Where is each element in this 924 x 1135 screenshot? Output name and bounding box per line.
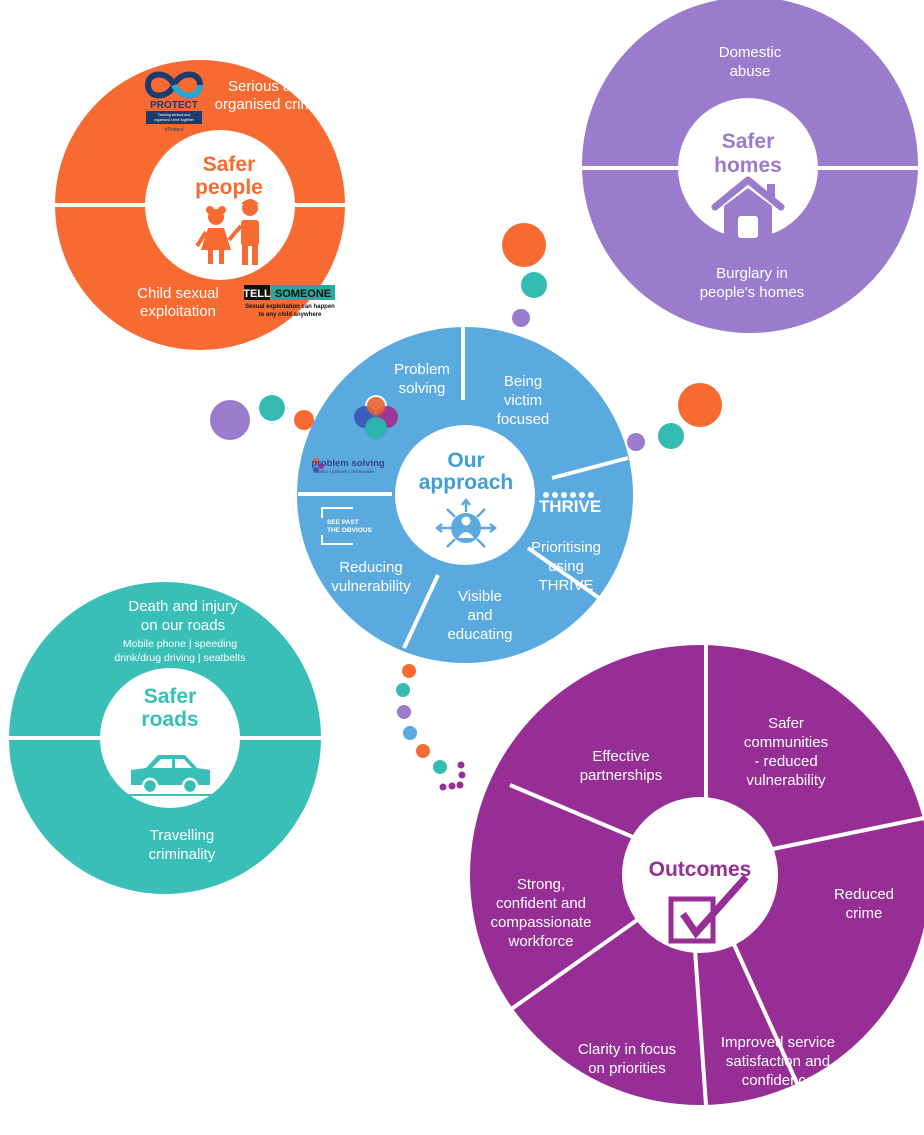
approach-vuln-line-2: vulnerability [331,578,411,595]
roads-bottom-line-1: Travelling [150,827,214,844]
someone-text: SOMEONE [275,288,331,300]
ps-logo-tag: police | partners | communities [318,469,375,474]
outcomes-comm-line-2: communities [744,734,828,751]
safer-people-title-2: people [195,176,263,199]
homes-bottom-line-1: Burglary in [716,265,788,282]
tell-tag-2: to any child anywhere [259,312,322,318]
connector-dots-outcomes [396,664,466,791]
roads-top-line-4: drink/drug driving | seatbelts [114,652,245,664]
outcomes-comm-line-3: - reduced [754,753,817,770]
people-bottom-line-2: exploitation [140,303,216,320]
outcomes-hub [622,797,778,953]
tell-text: TELL [243,288,271,300]
protect-logo-text: PROTECT [150,100,198,111]
outcomes-workforce-line-4: workforce [507,933,573,950]
approach-thrive-line-3: THRIVE [538,577,593,594]
approach-victim-line-2: victim [504,392,542,409]
our-approach-hub [395,425,535,565]
outcomes-workforce-line-2: confident and [496,895,586,912]
outcomes-clarity-line-1: Clarity in focus [578,1041,676,1058]
protect-tag-2: organised crime together [154,118,195,122]
outcomes-crime-line-2: crime [846,905,883,922]
approach-title-1: Our [447,449,484,472]
approach-victim-line-3: focused [497,411,550,428]
outcomes-partner-line-2: partnerships [580,767,663,784]
outcomes-service-line-3: confidence [742,1072,815,1089]
house-icon [711,176,785,238]
approach-visible-line-1: Visible [458,588,502,605]
approach-victim-line-1: Being [504,373,542,390]
problem-solving-quad-icon [354,395,398,439]
outcomes-service-line-2: satisfaction and [726,1053,830,1070]
safer-homes-title-2: homes [714,154,782,177]
approach-visible-line-3: educating [447,626,512,643]
outcomes-crime-line-1: Reduced [834,886,894,903]
people-top-line-2: organised crime [215,96,322,113]
see-past-line-1: SEE PAST [327,519,359,526]
approach-thrive-line-2: using [548,558,584,575]
outcomes-title: Outcomes [649,858,752,881]
protect-logo: PROTECT Tackling serious and organised c… [144,71,204,133]
homes-bottom-line-2: people's homes [700,284,805,301]
approach-vuln-line-1: Reducing [339,559,402,576]
outcomes-comm-line-1: Safer [768,715,804,732]
connector-dots-homes [502,223,547,327]
safer-people-title-1: Safer [203,153,256,176]
safer-roads-wheel: Safer roads Death and injury on our road… [9,582,321,894]
people-top-line-1: Serious and [228,78,308,95]
connector-dots-thrive [627,383,722,451]
our-approach-wheel: Our approach Problem solving Being victi… [297,327,633,663]
outcomes-clarity-line-2: on priorities [588,1060,666,1077]
ps-logo-text: problem solving [311,458,385,469]
safer-homes-title-1: Safer [722,130,775,153]
roads-top-line-2: on our roads [141,617,225,634]
thrive-logo-text: THRIVE [539,497,601,516]
approach-thrive-line-1: Prioritising [531,539,601,556]
tell-tag-1: Sexual exploitation can happen [245,304,335,310]
safer-roads-title-2: roads [141,708,198,731]
roads-top-line-1: Death and injury [128,598,238,615]
approach-problem-line-1: Problem [394,361,450,378]
checkbox-icon [668,874,749,944]
roads-top-line-3: Mobile phone | speeding [123,638,237,650]
approach-problem-line-2: solving [399,380,446,397]
thrive-logo: THRIVE [539,492,601,516]
tell-someone-logo: TELL SOMEONE Sexual exploitation can hap… [243,285,335,318]
outcomes-comm-line-4: vulnerability [746,772,826,789]
outcomes-partner-line-1: Effective [592,748,649,765]
safer-people-wheel: Safer people Serious and organised crime… [55,60,345,350]
people-bottom-line-1: Child sexual [137,285,219,302]
person-arrows-icon [434,497,498,548]
approach-visible-line-2: and [467,607,492,624]
outcomes-workforce-line-3: compassionate [491,914,592,931]
outcomes-wheel: Outcomes Effective partnerships Safer co… [470,645,924,1106]
see-past-line-2: THE OBVIOUS [327,527,372,534]
homes-top-line-1: Domestic [719,44,782,61]
see-past-the-obvious-logo: SEE PAST THE OBVIOUS [321,507,372,545]
homes-top-line-2: abuse [730,63,771,80]
protect-tag-1: Tackling serious and [158,113,191,117]
outcomes-service-line-1: Improved service [721,1034,835,1051]
safer-homes-wheel: Safer homes Domestic abuse Burglary in p… [582,0,918,333]
car-icon [126,755,214,796]
children-icon [195,199,259,265]
roads-bottom-line-2: criminality [149,846,216,863]
safer-homes-hub [678,98,818,238]
safer-roads-title-1: Safer [144,685,197,708]
problem-solving-logo: problem solving police | partners | comm… [311,458,385,474]
approach-title-2: approach [419,471,514,494]
protect-hash: #Protect [165,127,184,133]
connector-dots-people [210,395,314,440]
outcomes-workforce-line-1: Strong, [517,876,565,893]
